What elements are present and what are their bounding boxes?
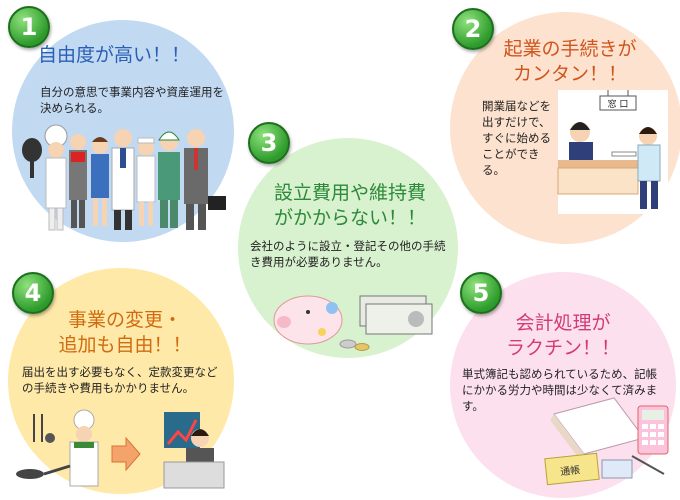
feature-description-1: 自分の意思で事業内容や資産運用を決められる。 [40,85,224,115]
counter-sign-text: 窓 口 [608,98,629,110]
feature-title-4: 事業の変更・ 追加も自由！！ [40,308,210,358]
service-counter-illustration: 窓 口 [557,90,668,214]
chef-to-office-illustration [16,409,225,489]
feature-title-1: 自由度が高い！！ [38,44,191,66]
piggy-bank-money-illustration [273,295,433,351]
feature-title-3-line2: がかからない！！ [273,207,426,229]
feature-title-4-line1: 事業の変更・ [67,309,182,331]
feature-description-3: 会社のように設立・登記その他の手続き費用が必要ありません。 [250,239,446,269]
feature-title-3-line1: 設立費用や維持費 [273,182,426,204]
feature-description-5: 単式簿記も認められているため、記帳にかかる労力や時間は少なくて済みます。 [462,367,658,413]
feature-title-5-line1: 会計処理が [515,312,611,334]
feature-title-2: 起業の手続きが カンタン！！ [480,37,660,87]
feature-title-5: 会計処理が ラクチン！！ [470,311,656,361]
number-badge-1: 1 [8,6,50,48]
number-badge-5: 5 [460,272,502,314]
feature-description-2: 開業届などを出すだけで、すぐに始めることができる。 [482,99,551,177]
workers-illustration [22,124,226,231]
bookkeeping-illustration: 通帳 [544,397,669,486]
number-badge-3: 3 [248,122,290,164]
number-badge-2: 2 [452,8,494,50]
feature-title-4-line2: 追加も自由！！ [58,334,192,356]
feature-title-2-line2: カンタン！！ [512,63,627,85]
bankbook-label: 通帳 [560,463,581,478]
feature-title-2-line1: 起業の手続きが [503,38,637,60]
number-badge-4: 4 [12,272,54,314]
feature-title-5-line2: ラクチン！！ [505,337,620,359]
feature-title-3: 設立費用や維持費 がかからない！！ [250,181,450,231]
feature-description-4: 届出を出す必要もなく、定款変更などの手続きや費用もかかりません。 [22,365,218,395]
